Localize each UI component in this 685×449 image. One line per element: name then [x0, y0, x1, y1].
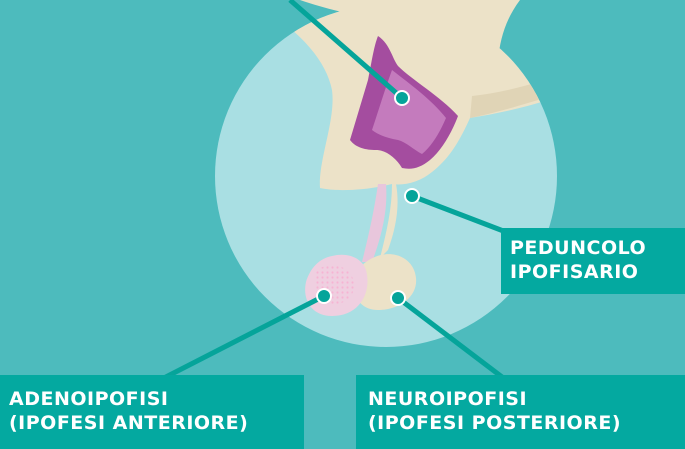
label-adenoipofisi: ADENOIPOFISI (IPOFESI ANTERIORE): [0, 375, 304, 449]
pointer-dot-adeno: [317, 289, 331, 303]
label-peduncolo-ipofisario: PEDUNCOLO IPOFISARIO: [501, 228, 685, 294]
pointer-dot-peduncolo: [405, 189, 419, 203]
label-adeno-line1: ADENOIPOFISI: [9, 387, 296, 411]
label-peduncolo-line2: IPOFISARIO: [510, 260, 677, 284]
pointer-dot-neuro: [391, 291, 405, 305]
pointer-dot-hypothalamus: [395, 91, 409, 105]
pointer-line-adeno: [160, 296, 324, 380]
label-neuro-line2: (IPOFESI POSTERIORE): [368, 411, 677, 435]
label-neuroipofisi: NEUROIPOFISI (IPOFESI POSTERIORE): [356, 375, 685, 449]
label-adeno-line2: (IPOFESI ANTERIORE): [9, 411, 296, 435]
label-peduncolo-line1: PEDUNCOLO: [510, 236, 677, 260]
label-neuro-line1: NEUROIPOFISI: [368, 387, 677, 411]
